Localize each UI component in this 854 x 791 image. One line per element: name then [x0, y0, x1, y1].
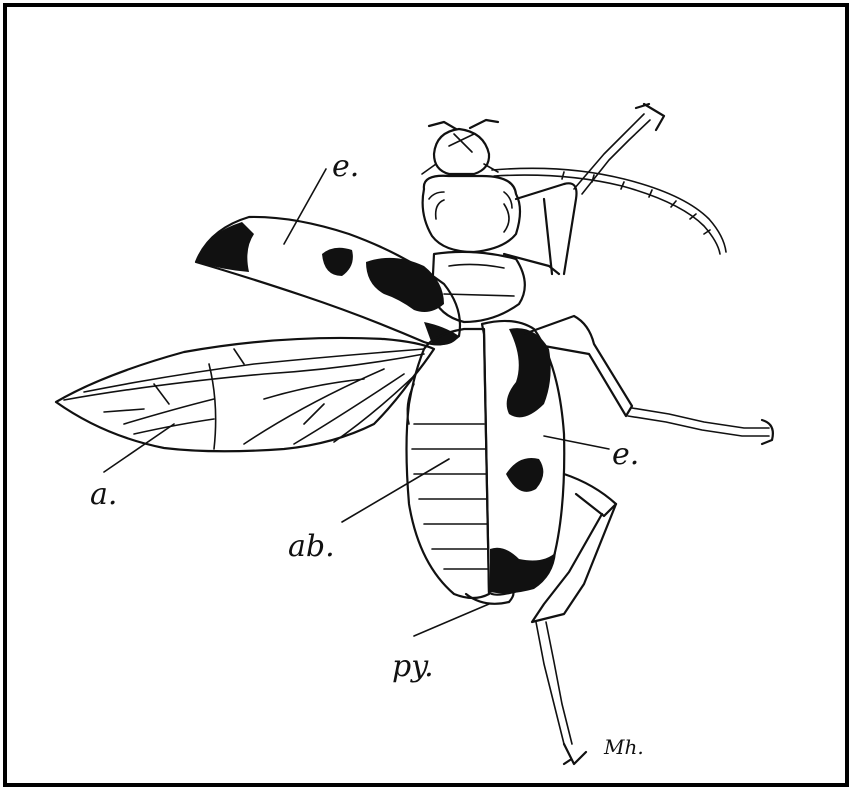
hind-leg [532, 474, 616, 764]
leader-abdomen [342, 459, 449, 522]
label-elytron-right: e. [612, 437, 639, 472]
leader-pygidium [414, 604, 489, 636]
antenna [492, 168, 726, 254]
wing [56, 338, 434, 451]
leader-elytron-upper [284, 169, 326, 244]
pronotum [423, 176, 520, 252]
beetle-drawing: e. e. a. ab. py. Mh. [7, 7, 853, 791]
front-leg [504, 104, 664, 274]
leader-elytron-right [544, 436, 609, 449]
label-pygidium: py. [392, 649, 434, 684]
elytron-closed [482, 321, 564, 595]
label-abdomen: ab. [288, 529, 335, 564]
artist-signature: Mh. [603, 735, 644, 759]
figure-frame: e. e. a. ab. py. Mh. [3, 3, 849, 787]
elytron-raised [196, 217, 460, 345]
middle-leg [524, 316, 773, 444]
head [422, 120, 498, 174]
label-elytron-upper: e. [332, 149, 359, 184]
label-wing: a. [90, 477, 117, 512]
